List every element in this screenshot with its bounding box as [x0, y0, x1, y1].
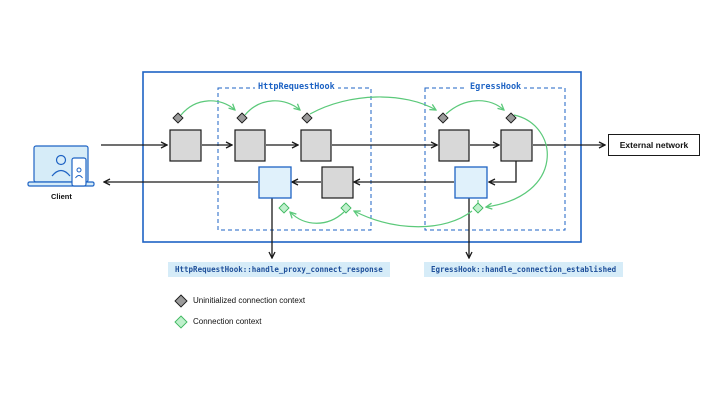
uninitialized-context-diamond: [301, 112, 313, 124]
arrow-return-down: [489, 161, 517, 182]
processing-box-3: [300, 129, 332, 162]
legend-uninitialized-icon: [174, 294, 188, 308]
egress-hook-title: EgressHook: [467, 82, 525, 92]
outer-boundary: [142, 71, 582, 243]
green-arrow-d4-d5: [445, 100, 504, 115]
egress-callback-box: [454, 166, 488, 199]
legend-context-label: Connection context: [193, 317, 262, 326]
uninitialized-context-diamond: [172, 112, 184, 124]
processing-box-5: [500, 129, 533, 162]
uninitialized-context-diamond: [505, 112, 517, 124]
connection-context-diamond: [278, 202, 290, 214]
client-phone-icon: [71, 157, 87, 187]
http-callback-label: HttpRequestHook::handle_proxy_connect_re…: [168, 262, 390, 277]
green-arrow-d1-d2: [180, 100, 235, 116]
processing-box-4: [438, 129, 470, 162]
connection-context-diamond: [340, 202, 352, 214]
legend-uninitialized-label: Uninitialized connection context: [193, 296, 306, 305]
green-arrow-d8-d9: [290, 212, 345, 224]
green-arrow-d5-loop: [486, 114, 548, 207]
processing-box-2: [234, 129, 266, 162]
processing-box-1: [169, 129, 202, 162]
egress-callback-label: EgressHook::handle_connection_establishe…: [424, 262, 624, 277]
uninitialized-context-diamond: [437, 112, 449, 124]
green-arrow-d7-d8: [354, 211, 473, 228]
http-callback-box: [258, 166, 292, 199]
client-label: Client: [51, 192, 72, 201]
external-network-box: External network: [608, 134, 700, 156]
connection-context-diamond: [472, 202, 484, 214]
processing-box-6: [321, 166, 354, 199]
legend-context-icon: [174, 315, 188, 329]
green-arrow-d3-d4: [309, 96, 436, 115]
green-arrow-d2-d3: [244, 100, 300, 116]
uninitialized-context-diamond: [236, 112, 248, 124]
http-hook-region: [217, 87, 372, 231]
http-hook-title: HttpRequestHook: [255, 82, 338, 92]
